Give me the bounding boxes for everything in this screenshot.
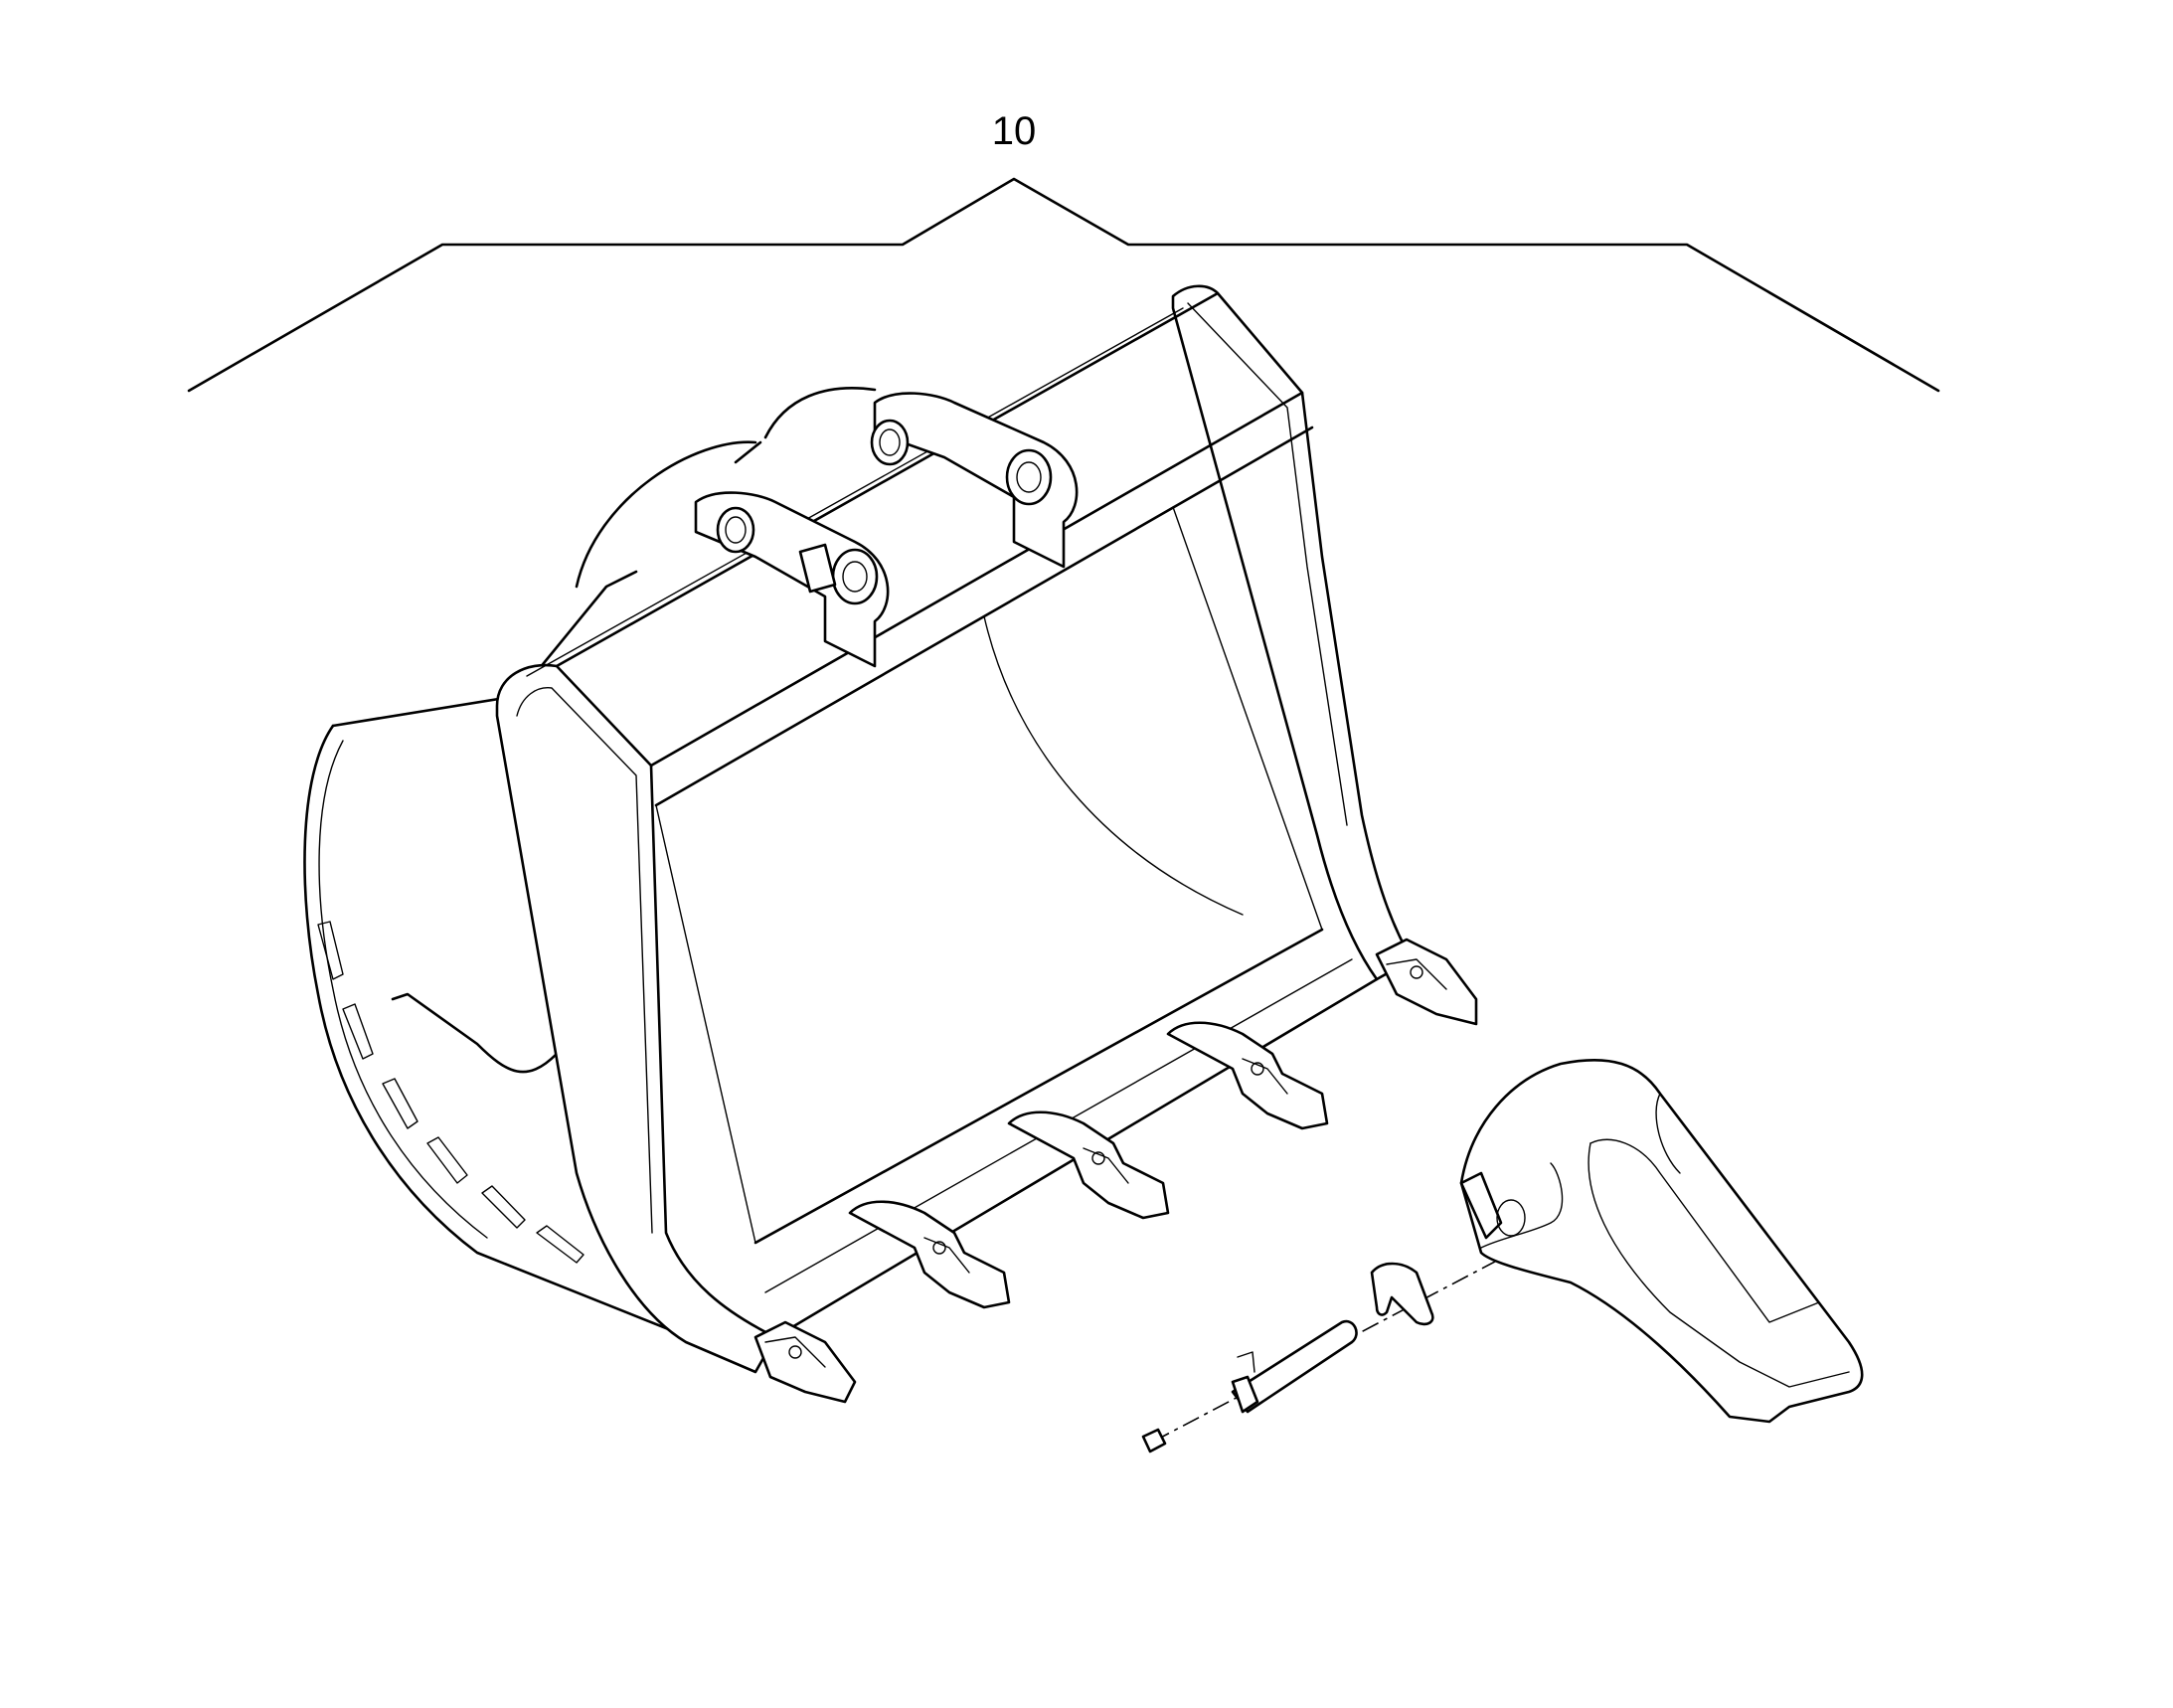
pin-plug <box>1141 1428 1167 1453</box>
tooth-3 <box>1007 1110 1170 1220</box>
retainer-pin <box>1231 1319 1358 1414</box>
exploded-tooth-assembly <box>1141 1058 1864 1453</box>
tooth-4 <box>1166 1021 1329 1130</box>
bucket-teeth <box>753 938 1478 1404</box>
tooth-2 <box>848 1200 1011 1309</box>
mounting-bosses <box>694 392 1079 668</box>
tooth-1 <box>753 1320 857 1404</box>
callout-bracket <box>187 177 1940 393</box>
tooth-5 <box>1375 938 1478 1026</box>
callout-number-10: 10 <box>991 109 1037 153</box>
tooth-tip <box>1459 1058 1864 1424</box>
retainer-lock <box>1370 1262 1434 1326</box>
bucket-body <box>303 284 1414 1374</box>
